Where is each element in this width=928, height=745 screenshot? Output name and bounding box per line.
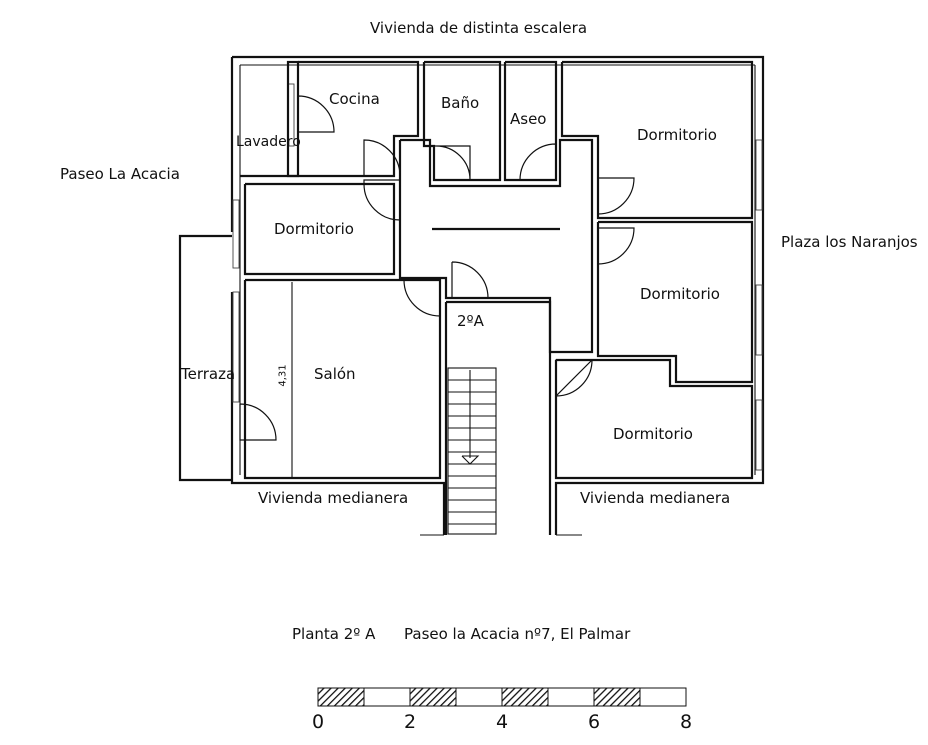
scale-segment [593, 687, 641, 707]
room-dormitorio-w: Dormitorio [274, 220, 354, 238]
scale-segment [409, 687, 457, 707]
room-bano: Baño [441, 94, 480, 112]
room-salon: Salón [314, 365, 356, 383]
scale-tick-label: 6 [588, 711, 601, 733]
left-street-label: Paseo La Acacia [60, 165, 180, 183]
dimension-label: 4,31 [277, 364, 289, 387]
doors [239, 95, 635, 441]
scale-tick-label: 4 [496, 711, 509, 733]
staircase [447, 367, 497, 535]
neighbor-right: Vivienda medianera [580, 489, 731, 507]
scale-tick-label: 0 [312, 711, 325, 733]
scale-segment [501, 687, 549, 707]
room-lavadero: Lavadero [236, 134, 301, 150]
caption-floor: Planta 2º A [292, 625, 376, 643]
scale-segment [455, 687, 503, 707]
scale-segment [363, 687, 411, 707]
scale-bar [317, 687, 687, 707]
scale-segment [317, 687, 365, 707]
exterior-walls [230, 55, 765, 536]
room-dormitorio-se: Dormitorio [613, 425, 693, 443]
terraza-outline [178, 234, 232, 482]
neighbor-left: Vivienda medianera [258, 489, 409, 507]
room-cocina: Cocina [329, 90, 380, 108]
title-top: Vivienda de distinta escalera [370, 19, 588, 37]
stair-label: 2ºA [457, 312, 484, 330]
room-aseo: Aseo [510, 110, 547, 128]
room-terraza: Terraza [181, 365, 236, 383]
room-dormitorio-e: Dormitorio [640, 285, 720, 303]
scale-segment [639, 687, 687, 707]
caption-address: Paseo la Acacia nº7, El Palmar [404, 625, 631, 643]
scale-segment [547, 687, 595, 707]
room-dormitorio-ne: Dormitorio [637, 126, 717, 144]
right-street-label: Plaza los Naranjos [781, 233, 918, 251]
scale-tick-label: 2 [404, 711, 417, 733]
windows [232, 83, 763, 471]
scale-tick-label: 8 [680, 711, 693, 733]
